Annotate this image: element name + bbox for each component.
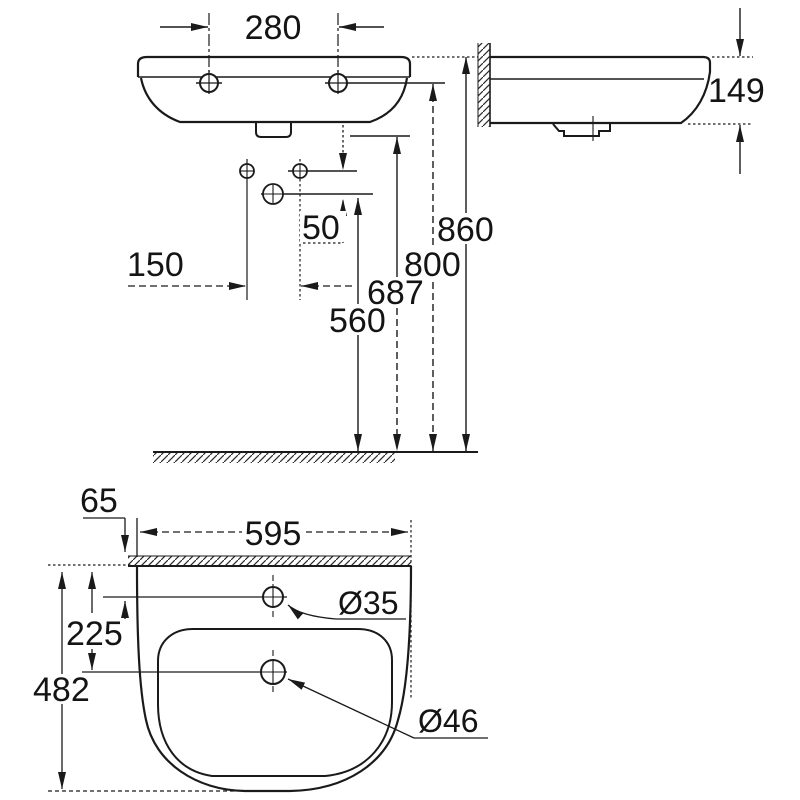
dim-50: 50 — [300, 125, 347, 247]
left-tap-hole-cross — [200, 74, 218, 92]
dim-225: 225 — [66, 572, 123, 670]
plan-basin-inner-outline — [157, 628, 393, 777]
dia-35-label: Ø35 — [338, 585, 398, 621]
dim-482-label-bg — [31, 674, 97, 704]
leader-dia-35: Ø35 — [287, 585, 406, 621]
front-drain-boss — [255, 123, 292, 138]
dim-482-label: 482 — [33, 671, 90, 709]
leader-dia-46: Ø46 — [287, 678, 488, 739]
dim-560: 560 — [327, 198, 389, 451]
dia-35-leader-arrow — [287, 604, 337, 620]
front-view — [136, 55, 445, 138]
dim-800-label-bg — [402, 248, 464, 279]
dim-800-label: 800 — [404, 246, 461, 284]
dim-50-label: 50 — [302, 209, 340, 247]
side-drain-boss — [552, 123, 611, 137]
dia-46-leader-arrow — [287, 678, 415, 739]
dim-150-label: 150 — [127, 246, 184, 284]
dim-860-label-bg — [435, 213, 497, 244]
dim-687-label-bg — [365, 277, 427, 307]
front-basin-rim-outline — [136, 55, 412, 77]
plan-wall-hatch — [128, 556, 411, 566]
dim-860: 860 — [435, 57, 497, 451]
dim-50-label-bg — [300, 211, 346, 242]
dim-280-label: 280 — [245, 9, 302, 47]
dim-687-label: 687 — [367, 274, 424, 312]
dim-149: 149 — [688, 8, 765, 174]
dim-482: 482 — [31, 572, 97, 789]
dim-150: 150 — [127, 246, 352, 290]
dim-560-label: 560 — [329, 302, 386, 340]
dim-225-label: 225 — [66, 615, 123, 653]
wall-section-hatch — [478, 43, 490, 127]
side-basin-profile — [490, 55, 712, 125]
dia-46-label: Ø46 — [418, 703, 478, 739]
plan-basin-outer-outline — [135, 565, 413, 793]
right-tap-hole-cross — [329, 74, 347, 92]
plan-view — [48, 555, 413, 793]
plan-hole-crosshairs — [261, 587, 285, 684]
dim-280: 280 — [160, 9, 384, 72]
dim-65-label: 65 — [80, 482, 118, 520]
dim-65: 65 — [80, 482, 129, 619]
dim-860-label: 860 — [437, 211, 494, 249]
fixing-holes-group — [239, 159, 373, 300]
floor-hatch — [153, 453, 395, 463]
dim-595: 595 — [136, 515, 412, 700]
floor — [153, 451, 478, 463]
dim-687: 687 — [350, 135, 427, 451]
dim-595-label-bg — [242, 517, 306, 547]
front-basin-bowl-outline — [139, 77, 409, 124]
side-view — [412, 43, 712, 141]
dim-595-label: 595 — [245, 515, 302, 553]
dim-800: 800 — [402, 84, 464, 451]
dim-149-label: 149 — [708, 72, 765, 110]
hole-crosshairs — [240, 164, 307, 203]
dim-560-label-bg — [327, 304, 389, 335]
